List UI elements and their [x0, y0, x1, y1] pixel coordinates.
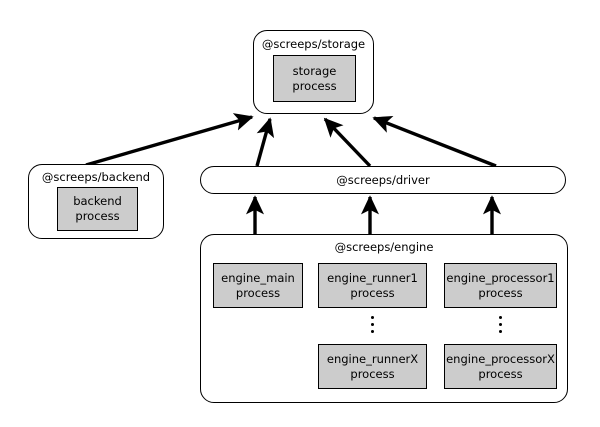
process-backend[interactable]: backend process — [57, 187, 138, 231]
process-engine-processorX-line2: process — [478, 366, 523, 381]
process-engine-runner1-line1: engine_runner1 — [327, 270, 418, 285]
process-engine-runnerX[interactable]: engine_runnerX process — [318, 344, 427, 389]
package-backend-label: @screeps/backend — [41, 170, 151, 184]
process-engine-main-line2: process — [235, 285, 281, 300]
package-driver-label: @screeps/driver — [336, 173, 430, 187]
process-engine-processor1[interactable]: engine_processor1 process — [444, 263, 557, 308]
ellipsis-engine-runner — [371, 316, 375, 333]
package-driver[interactable]: @screeps/driver — [200, 166, 566, 194]
process-engine-processorX[interactable]: engine_processorX process — [444, 344, 557, 389]
process-engine-processor1-line2: process — [478, 285, 523, 300]
arrow-backend-to-storage — [85, 113, 254, 167]
process-storage-line2: process — [292, 78, 337, 93]
package-backend[interactable]: @screeps/backend backend process — [28, 164, 164, 239]
process-engine-runnerX-line2: process — [350, 366, 395, 381]
package-engine-label: @screeps/engine — [334, 240, 434, 254]
process-engine-main-line1: engine_main — [221, 270, 295, 285]
process-engine-runner1-line2: process — [350, 285, 395, 300]
process-backend-line1: backend — [73, 194, 122, 208]
process-engine-main[interactable]: engine_main process — [213, 263, 303, 308]
arrow-driver-to-storage-3 — [372, 115, 497, 168]
package-engine[interactable]: @screeps/engine engine_main process engi… — [200, 234, 568, 403]
package-storage-label: @screeps/storage — [261, 37, 366, 51]
process-engine-processor1-line1: engine_processor1 — [446, 270, 555, 285]
ellipsis-engine-processor — [499, 316, 503, 333]
arrow-driver-to-storage-1 — [255, 117, 275, 167]
process-backend-line2: process — [75, 209, 120, 223]
process-engine-runner1[interactable]: engine_runner1 process — [318, 263, 427, 308]
package-storage[interactable]: @screeps/storage storage process — [253, 30, 374, 114]
process-engine-runnerX-line1: engine_runnerX — [326, 351, 419, 366]
arrow-driver-to-storage-2 — [323, 117, 372, 168]
process-engine-processorX-line1: engine_processorX — [446, 351, 555, 366]
process-storage-line1: storage — [292, 63, 337, 78]
process-storage[interactable]: storage process — [273, 55, 356, 102]
